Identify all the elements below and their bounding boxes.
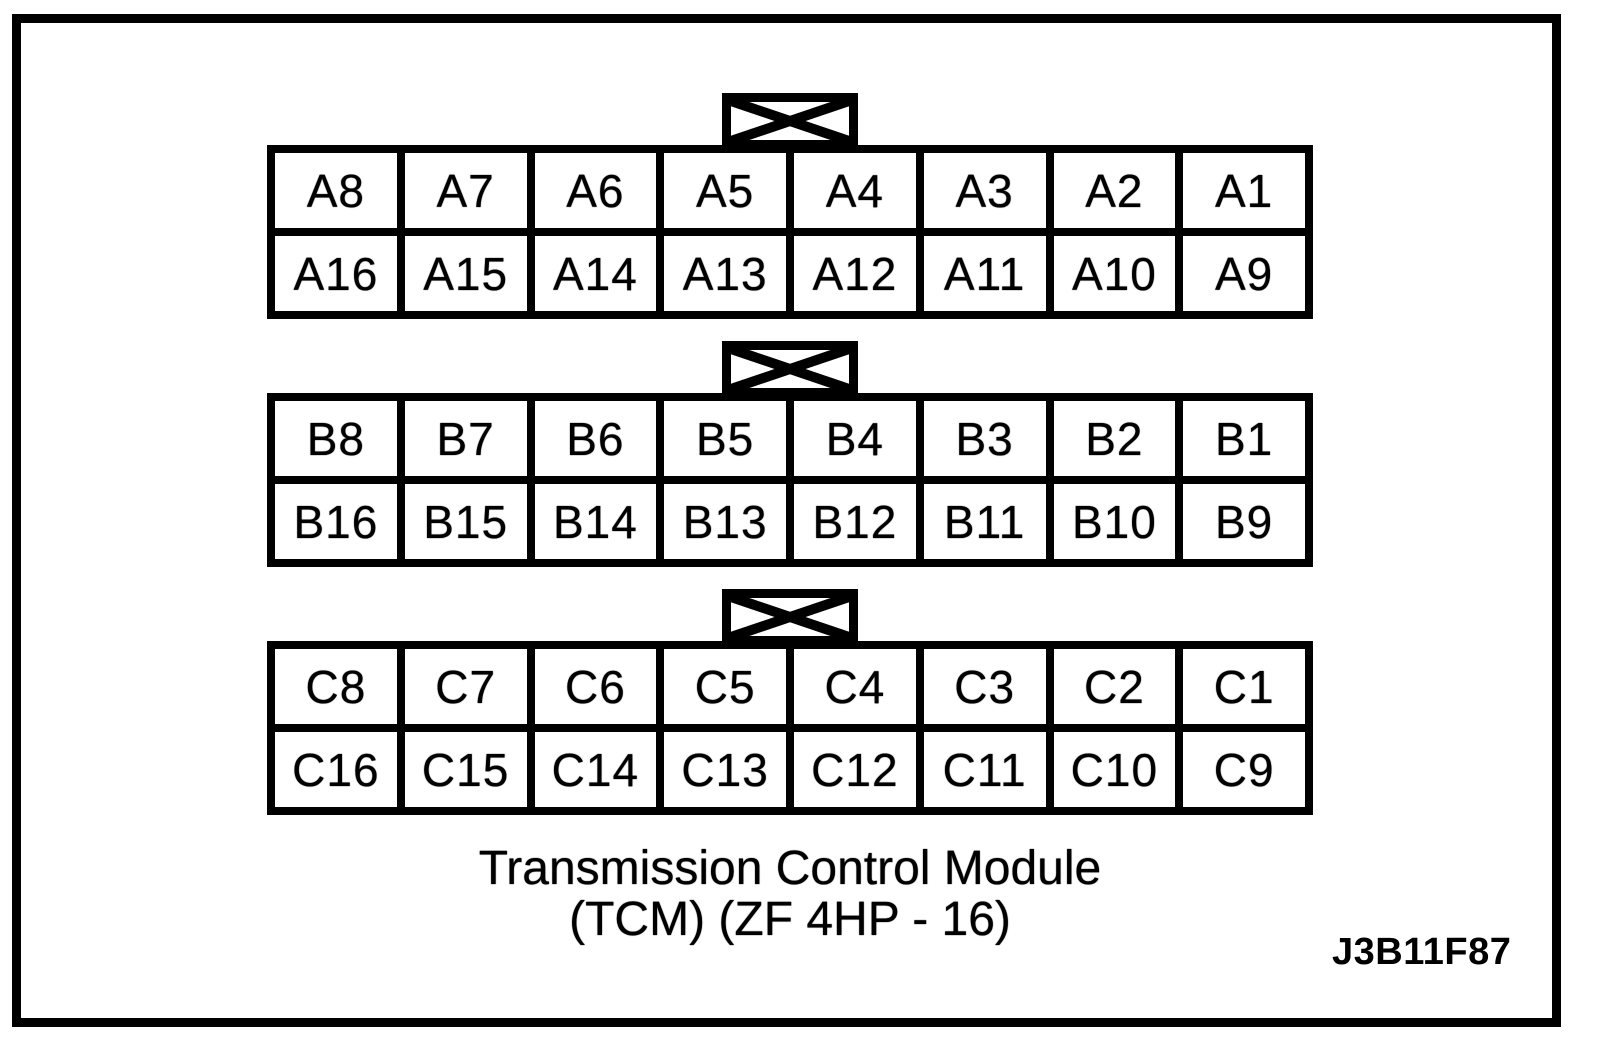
pin-cell-a4: A4 — [790, 149, 920, 232]
caption-line-1: Transmission Control Module — [478, 842, 1102, 895]
pin-cell-a2: A2 — [1049, 149, 1180, 232]
pin-cell-c9: C9 — [1179, 728, 1309, 811]
pin-cell-a14: A14 — [530, 232, 661, 315]
pin-cell-a10: A10 — [1049, 232, 1180, 315]
pin-cell-a5: A5 — [660, 149, 790, 232]
pin-cell-b9: B9 — [1179, 480, 1309, 563]
pin-cell-b2: B2 — [1049, 397, 1180, 480]
pin-cell-c2: C2 — [1049, 645, 1180, 728]
pin-cell-b12: B12 — [790, 480, 920, 563]
pin-cell-a7: A7 — [400, 149, 531, 232]
pin-cell-b14: B14 — [530, 480, 661, 563]
pin-cell-c14: C14 — [530, 728, 661, 811]
pin-cell-b5: B5 — [660, 397, 790, 480]
pin-cell-c6: C6 — [530, 645, 661, 728]
pin-cell-b3: B3 — [919, 397, 1050, 480]
pin-cell-b6: B6 — [530, 397, 661, 480]
pin-cell-b7: B7 — [400, 397, 531, 480]
keyway-bowtie-icon — [722, 341, 858, 397]
pin-cell-a6: A6 — [530, 149, 661, 232]
pin-cell-b15: B15 — [400, 480, 531, 563]
pin-cell-a1: A1 — [1179, 149, 1309, 232]
pin-cell-c3: C3 — [919, 645, 1050, 728]
pin-cell-c16: C16 — [271, 728, 401, 811]
pin-cell-a12: A12 — [790, 232, 920, 315]
pin-cell-a13: A13 — [660, 232, 790, 315]
pin-cell-a8: A8 — [271, 149, 401, 232]
pin-cell-c1: C1 — [1179, 645, 1309, 728]
pin-cell-c7: C7 — [400, 645, 531, 728]
pin-cell-c13: C13 — [660, 728, 790, 811]
caption-line-2: (TCM) (ZF 4HP - 16) — [569, 893, 1011, 946]
pin-cell-a11: A11 — [919, 232, 1050, 315]
figure-code: J3B11F87 — [1332, 931, 1512, 973]
keyway-bowtie-icon — [722, 589, 858, 645]
pin-cell-b13: B13 — [660, 480, 790, 563]
pin-cell-c8: C8 — [271, 645, 401, 728]
keyway-bowtie-icon — [722, 93, 858, 149]
pin-cell-a9: A9 — [1179, 232, 1309, 315]
pin-cell-b11: B11 — [919, 480, 1050, 563]
pin-cell-c15: C15 — [400, 728, 531, 811]
pin-cell-a16: A16 — [271, 232, 401, 315]
pin-cell-c10: C10 — [1049, 728, 1180, 811]
pin-cell-c5: C5 — [660, 645, 790, 728]
diagram-caption: Transmission Control Module (TCM) (ZF 4H… — [267, 843, 1313, 945]
pin-cell-c12: C12 — [790, 728, 920, 811]
pin-cell-b16: B16 — [271, 480, 401, 563]
pin-cell-b8: B8 — [271, 397, 401, 480]
pin-cell-b10: B10 — [1049, 480, 1180, 563]
pin-cell-b1: B1 — [1179, 397, 1309, 480]
pin-cell-a15: A15 — [400, 232, 531, 315]
pin-cell-a3: A3 — [919, 149, 1050, 232]
pin-cell-c4: C4 — [790, 645, 920, 728]
pin-cell-b4: B4 — [790, 397, 920, 480]
pin-cell-c11: C11 — [919, 728, 1050, 811]
